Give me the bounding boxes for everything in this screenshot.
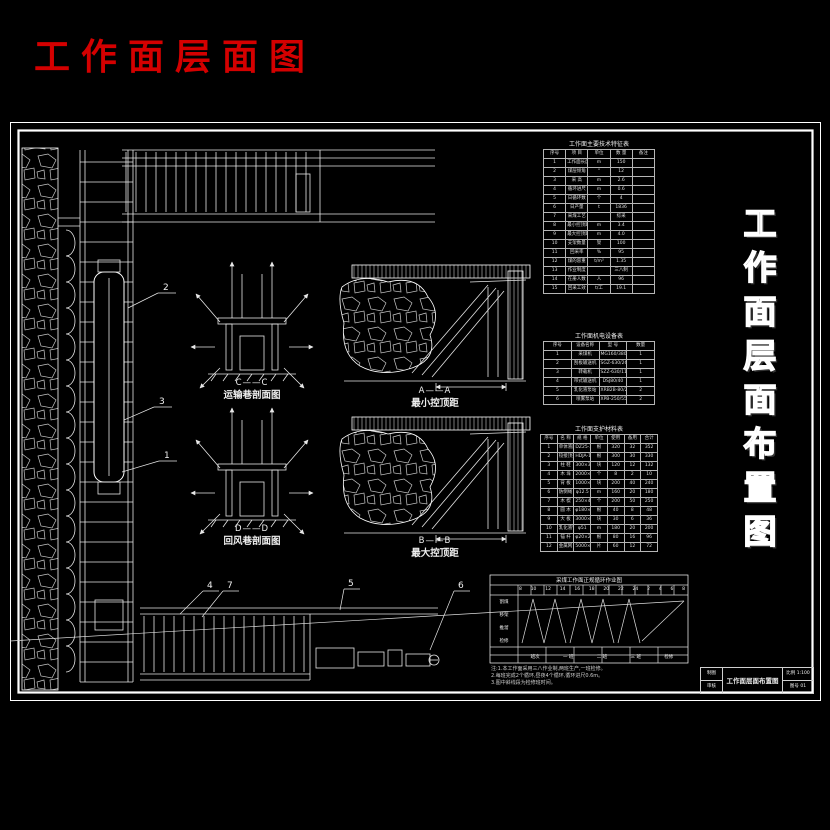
section-bb-label: B——B (419, 536, 452, 546)
title-block: 制图 工作面层面布置图 比例 1:100 审核 图号 01 (700, 667, 814, 694)
vertical-title: 工 作 面 层 面 布 置 图 (743, 203, 777, 551)
top-roadway-plan (122, 149, 435, 223)
drawing-svg: 2 3 1 4 7 5 6 C——C 运输巷剖面图 D——D 回风巷剖面图 A—… (10, 122, 821, 701)
balloon-5: 5 (348, 579, 354, 589)
balloon-3: 3 (159, 397, 165, 407)
cycle-chart-title: 采煤工作面正规循环作业图 (555, 578, 622, 584)
section-dd (191, 408, 313, 534)
section-cc (191, 262, 313, 388)
cycle-chart-shift-row: 班次一 班二 班三 班检修 (530, 655, 674, 660)
tech-spec-table-title: 工作面主要技术特征表 (568, 141, 629, 148)
section-cc-label: C——C (236, 378, 269, 388)
equipment-table-title: 工作面机电设备表 (574, 333, 623, 340)
bottom-roadway-plan (140, 607, 440, 681)
left-roadway-plan (21, 147, 134, 691)
section-dd-caption: 回风巷剖面图 (223, 535, 280, 547)
section-bb (340, 417, 530, 543)
balloon-4: 4 (207, 581, 213, 591)
cycle-chart-grid (10, 574, 689, 664)
materials-table-title: 工作面支护材料表 (574, 426, 623, 433)
balloon-6: 6 (458, 581, 464, 591)
section-bb-caption: 最大控顶距 (411, 547, 459, 559)
chart-notes: 注:1.本工作面采用三八作业制,两班生产,一班检修。 2.每班完成2个循环,昼夜… (491, 666, 606, 686)
checker-label: 审核 (700, 680, 723, 694)
section-aa-label: A——A (419, 386, 452, 396)
drawing-name: 工作面层面布置图 (722, 667, 783, 694)
materials-table: 工作面支护材料表 序号名 称规 格单位使用备用合计1单体液压支柱DZ25-30/… (540, 424, 658, 552)
section-dd-label: D——D (235, 524, 269, 534)
section-aa (340, 265, 530, 391)
drawing-no-field: 图号 01 (782, 680, 814, 694)
drawing-frame (10, 122, 821, 701)
section-cc-caption: 运输巷剖面图 (223, 389, 280, 401)
drafter-label: 制图 (700, 667, 723, 681)
balloon-2: 2 (163, 283, 169, 293)
balloon-1: 1 (164, 451, 170, 461)
scale-field: 比例 1:100 (782, 667, 814, 681)
page-title: 工作面层面图 (34, 37, 317, 77)
section-aa-caption: 最小控顶距 (411, 397, 459, 409)
leader-lines (121, 292, 470, 651)
balloon-7: 7 (227, 581, 233, 591)
cycle-chart-row-labels: 割煤 移架 推溜 检修 (499, 600, 509, 644)
